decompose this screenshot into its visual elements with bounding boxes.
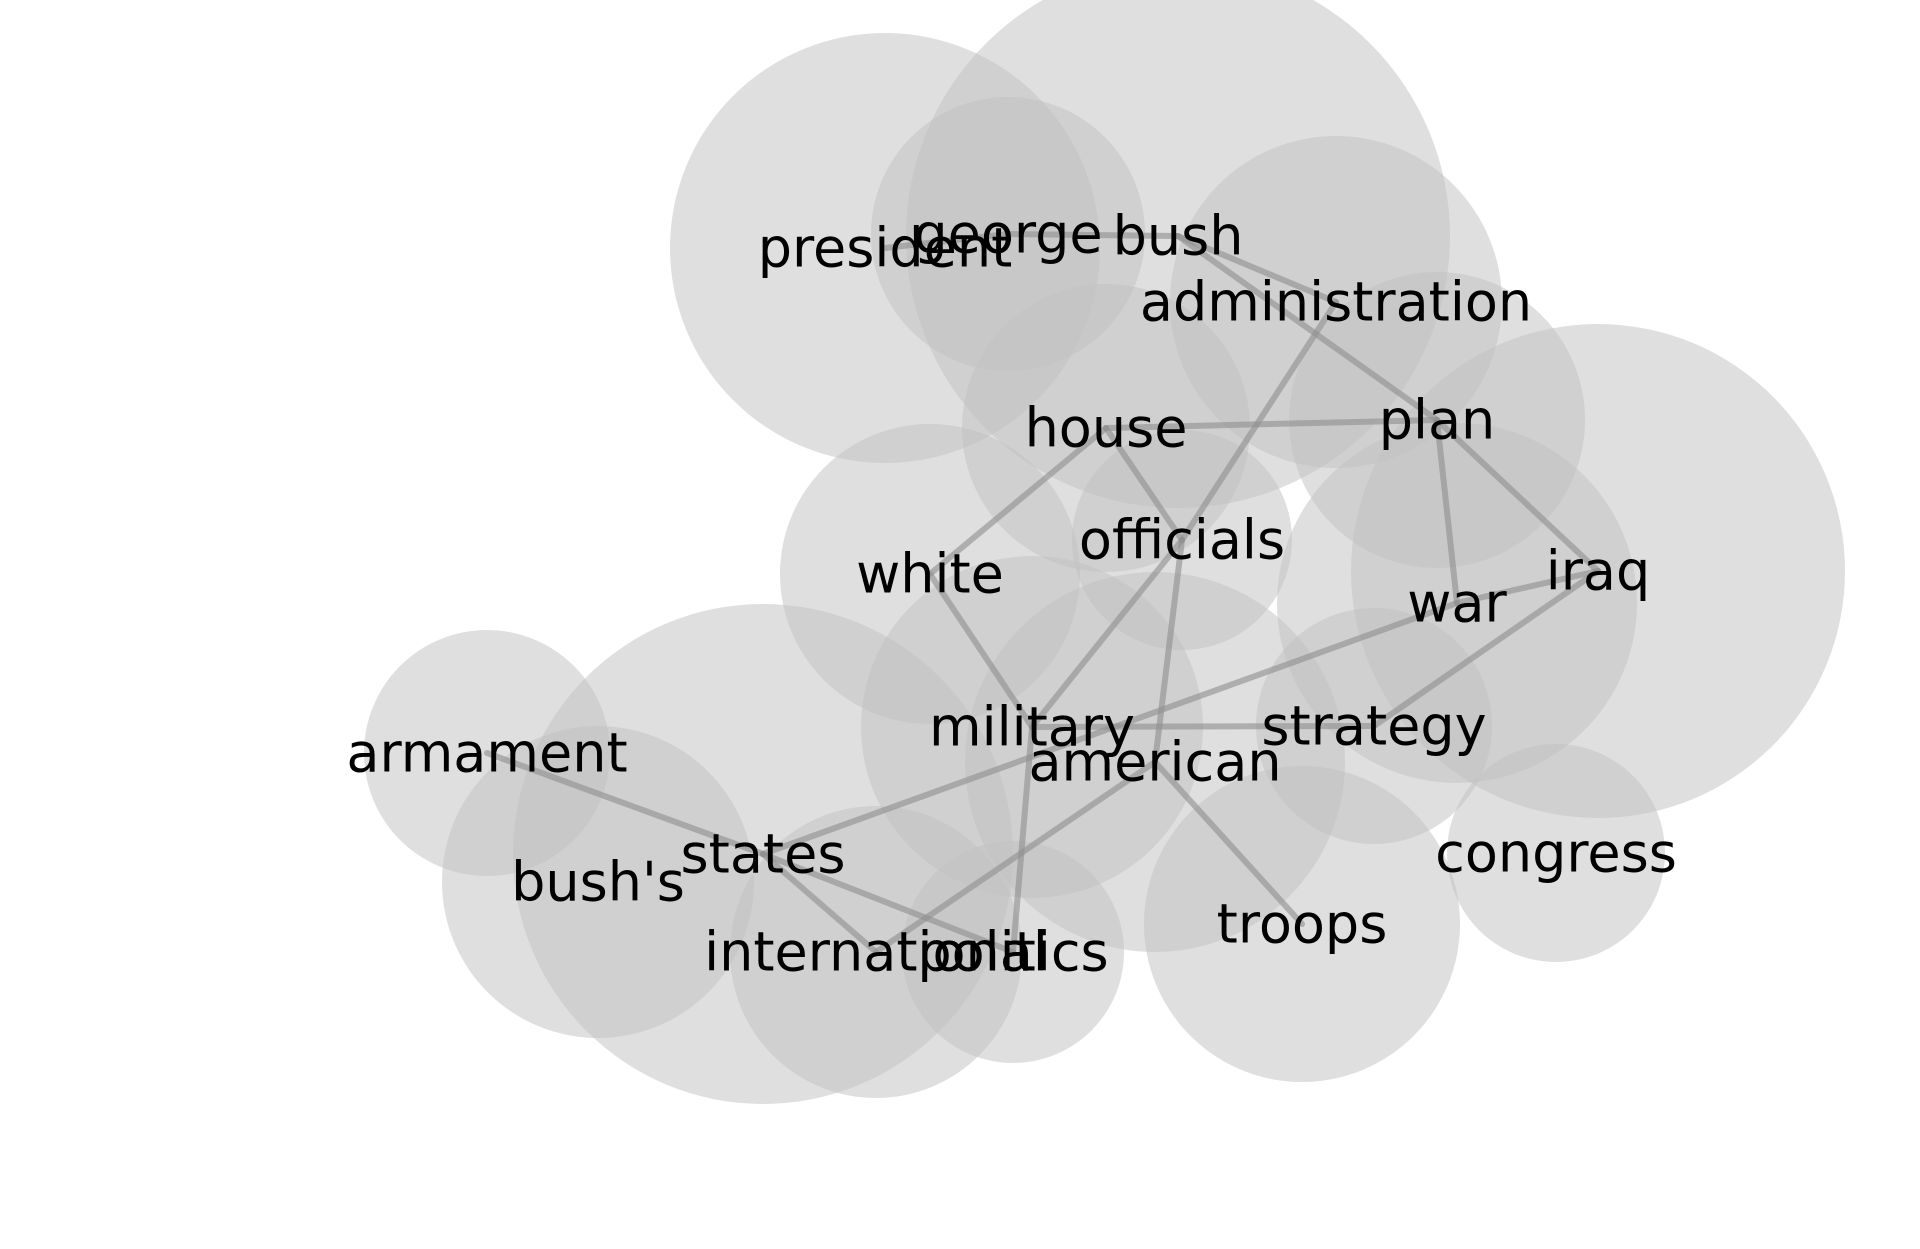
edge-house-white (927, 425, 1109, 577)
edge-officials-military (1029, 537, 1185, 730)
edges-layer (484, 231, 1601, 955)
node-circle-congress (1447, 744, 1665, 962)
node-label-american: american (1028, 731, 1281, 794)
edge-american-troops (1152, 759, 1305, 927)
node-label-president: president (758, 217, 1013, 280)
edge-states-politics (760, 851, 1016, 955)
node-label-iraq: iraq (1546, 540, 1651, 603)
node-label-armament: armament (346, 722, 627, 785)
edge-armament-states (484, 750, 766, 857)
edge-bush-administration (1175, 233, 1339, 305)
node-label-international: international (704, 921, 1048, 984)
node-label-george: george (913, 203, 1102, 266)
node-label-politics: politics (917, 921, 1108, 984)
node-label-administration: administration (1140, 271, 1532, 334)
node-label-troops: troops (1217, 893, 1388, 956)
edge-bush-plan (1175, 233, 1440, 423)
node-label-officials: officials (1079, 509, 1285, 572)
edge-iraq-strategy (1371, 568, 1601, 729)
edge-states-international (760, 851, 879, 955)
edge-white-military (927, 571, 1035, 730)
edge-american-international (873, 759, 1158, 955)
node-label-states: states (681, 823, 846, 886)
edge-plan-iraq (1434, 417, 1601, 574)
node-label-congress: congress (1435, 822, 1677, 885)
edge-administration-officials (1179, 299, 1339, 543)
edge-military-politics (1010, 724, 1035, 955)
node-label-white: white (856, 543, 1004, 606)
edge-military-strategy (1029, 723, 1377, 730)
node-label-war: war (1407, 572, 1507, 635)
node-label-bushs: bush's (511, 851, 685, 914)
edge-house-officials (1103, 425, 1185, 543)
node-label-house: house (1025, 397, 1188, 460)
node-label-plan: plan (1379, 389, 1496, 452)
edge-iraq-war (1454, 568, 1601, 606)
node-label-military: military (929, 696, 1135, 759)
edge-house-plan (1103, 417, 1440, 431)
edge-president-george (882, 231, 1011, 251)
edge-george-bush (1005, 231, 1181, 239)
node-label-bush: bush (1113, 205, 1244, 268)
edge-plan-war (1434, 417, 1460, 606)
node-label-strategy: strategy (1261, 695, 1486, 758)
